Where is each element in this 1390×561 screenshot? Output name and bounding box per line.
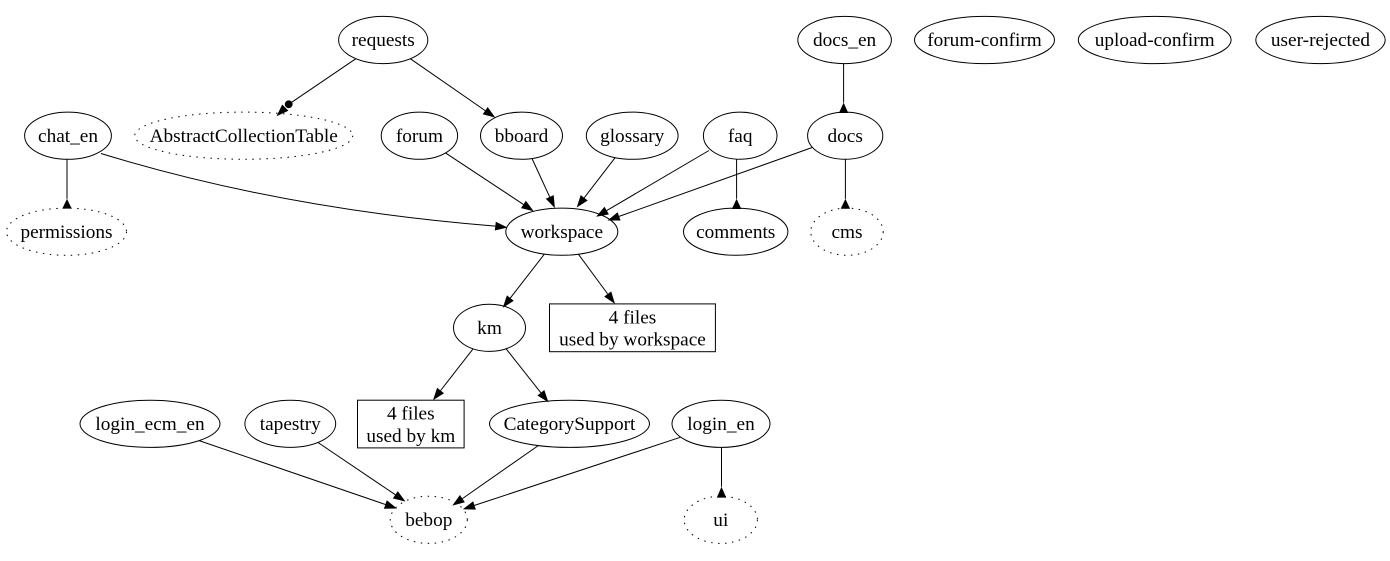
svg-text:forum: forum: [396, 126, 443, 147]
svg-text:bebop: bebop: [405, 510, 452, 531]
svg-text:workspace: workspace: [521, 222, 603, 243]
svg-text:login_en: login_en: [687, 414, 755, 435]
svg-text:faq: faq: [728, 126, 753, 147]
svg-text:used by km: used by km: [366, 426, 455, 447]
svg-text:docs_en: docs_en: [813, 30, 877, 51]
svg-text:AbstractCollectionTable: AbstractCollectionTable: [150, 126, 338, 147]
svg-text:permissions: permissions: [20, 222, 112, 243]
svg-text:tapestry: tapestry: [260, 414, 321, 435]
svg-text:upload-confirm: upload-confirm: [1095, 30, 1215, 51]
svg-text:km: km: [477, 318, 502, 339]
svg-text:cms: cms: [831, 222, 862, 243]
svg-text:requests: requests: [352, 30, 415, 51]
svg-text:glossary: glossary: [600, 126, 665, 147]
svg-text:chat_en: chat_en: [38, 126, 98, 147]
svg-text:login_ecm_en: login_ecm_en: [95, 414, 205, 435]
svg-text:user-rejected: user-rejected: [1271, 30, 1371, 51]
svg-text:comments: comments: [696, 222, 775, 243]
svg-text:4 files: 4 files: [387, 404, 435, 425]
svg-text:4 files: 4 files: [609, 307, 657, 328]
svg-text:CategorySupport: CategorySupport: [504, 414, 636, 435]
svg-text:forum-confirm: forum-confirm: [927, 30, 1042, 51]
svg-text:bboard: bboard: [495, 126, 549, 147]
svg-text:docs: docs: [828, 126, 863, 147]
svg-text:ui: ui: [713, 510, 728, 531]
svg-text:used by workspace: used by workspace: [559, 330, 706, 351]
